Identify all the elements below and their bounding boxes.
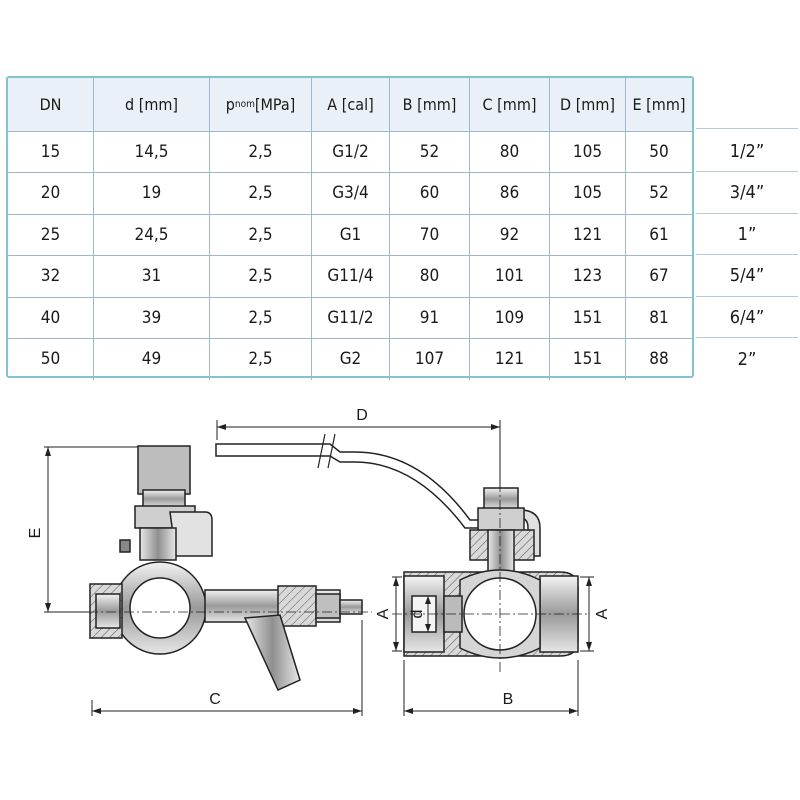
cell-a: G11/2 xyxy=(312,297,390,338)
cell-dd: 121 xyxy=(550,214,626,255)
header-dd: D [mm] xyxy=(550,78,626,131)
cell-d: 24,5 xyxy=(94,214,210,255)
cell-e: 50 xyxy=(649,141,669,162)
cell-p: 2,5 xyxy=(210,172,312,214)
size-cell: 6/4” xyxy=(696,297,798,338)
header-b: B [mm] xyxy=(390,78,470,131)
header-d: d [mm] xyxy=(94,78,210,131)
cell-dn: 40 xyxy=(8,297,94,338)
header-c: C [mm] xyxy=(470,78,550,131)
cell-a: G11/4 xyxy=(312,255,390,297)
cell-dn: 20 xyxy=(8,172,94,214)
cell-c: 86 xyxy=(470,172,550,214)
cell-dn: 15 xyxy=(8,131,94,172)
cell-d: 31 xyxy=(94,255,210,297)
cell-c: 109 xyxy=(470,297,550,338)
size-cell: 2” xyxy=(737,348,757,370)
cell-p: 2,5 xyxy=(210,214,312,255)
size-cell: 1/2” xyxy=(696,131,798,172)
cell-e: 81 xyxy=(649,307,669,328)
cell-a: G1 xyxy=(312,214,390,255)
cell-dd: 151 xyxy=(550,297,626,338)
cell-e: 52 xyxy=(649,183,669,203)
cell-dn: 25 xyxy=(8,214,94,255)
cell-dn: 50 xyxy=(8,338,94,380)
label-d-lower: d xyxy=(409,610,426,619)
cell-d: 49 xyxy=(94,338,210,380)
header-dn: DN xyxy=(8,78,94,131)
header-e: E [mm] xyxy=(632,95,686,114)
cell-dd: 123 xyxy=(550,255,626,297)
side-view xyxy=(44,445,372,716)
size-cell: 3/4” xyxy=(696,173,798,214)
cell-c: 92 xyxy=(470,214,550,255)
cell-b: 107 xyxy=(390,338,470,380)
size-cell: 5/4” xyxy=(696,256,798,297)
cell-a: G3/4 xyxy=(312,172,390,214)
cell-b: 60 xyxy=(390,172,470,214)
cell-e: 67 xyxy=(649,266,669,286)
cell-b: 52 xyxy=(390,131,470,172)
cell-dd: 105 xyxy=(550,131,626,172)
label-a-right: A xyxy=(594,608,611,619)
label-d-upper: D xyxy=(356,407,368,424)
cell-p: 2,5 xyxy=(210,255,312,297)
cell-d: 39 xyxy=(94,297,210,338)
cell-p: 2,5 xyxy=(210,338,312,380)
cell-b: 91 xyxy=(390,297,470,338)
cell-dd: 151 xyxy=(550,338,626,380)
front-section-view xyxy=(215,420,594,716)
label-a-left: A xyxy=(375,608,392,619)
header-a: A [cal] xyxy=(312,78,390,131)
cell-d: 19 xyxy=(94,172,210,214)
cell-e: 61 xyxy=(649,224,669,245)
label-b: B xyxy=(503,691,514,708)
cell-a: G2 xyxy=(312,338,390,380)
cell-c: 80 xyxy=(470,131,550,172)
cell-p: 2,5 xyxy=(210,297,312,338)
cell-a: G1/2 xyxy=(312,131,390,172)
cell-e: 88 xyxy=(649,349,669,369)
cell-b: 70 xyxy=(390,214,470,255)
cell-b: 80 xyxy=(390,255,470,297)
cell-dd: 105 xyxy=(550,172,626,214)
cell-d: 14,5 xyxy=(94,131,210,172)
size-cell: 1” xyxy=(696,214,798,255)
label-c: C xyxy=(209,691,221,708)
label-e: E xyxy=(27,528,44,539)
cell-dn: 32 xyxy=(8,255,94,297)
cell-c: 121 xyxy=(470,338,550,380)
size-column-top-line xyxy=(696,128,798,129)
cell-c: 101 xyxy=(470,255,550,297)
cell-p: 2,5 xyxy=(210,131,312,172)
